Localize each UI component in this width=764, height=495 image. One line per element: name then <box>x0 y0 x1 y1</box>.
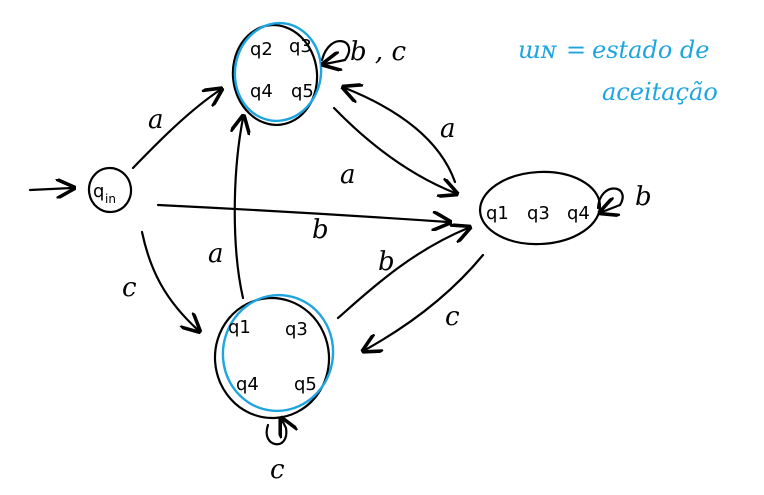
state-bottom-item: q4 <box>236 374 259 395</box>
state-right-item: q1 <box>486 203 509 224</box>
edge-qin-right <box>156 203 448 222</box>
edge-top-right <box>332 106 455 193</box>
legend-symbol: ɯɴ <box>518 36 558 64</box>
edge-right-top <box>345 88 457 184</box>
state-top-item: q2 <box>250 39 273 60</box>
state-bottom-item: q1 <box>228 317 251 338</box>
state-top: q2 q3 q4 q5 <box>231 21 323 127</box>
state-right-item: q4 <box>567 203 590 224</box>
state-bottom-item: q3 <box>285 319 308 340</box>
loop-label-bottom: c <box>270 455 285 485</box>
legend-equals: = <box>566 36 586 64</box>
loop-bottom <box>265 420 287 446</box>
legend-line2: aceitação <box>602 78 718 106</box>
edge-label-bottom-top: a <box>208 239 224 269</box>
state-qin-base: q <box>93 181 104 202</box>
edge-label-right-bottom: c <box>445 302 460 332</box>
edge-qin-bottom <box>140 230 198 330</box>
state-bottom-item: q5 <box>294 374 317 395</box>
legend-line1: estado de <box>592 36 709 64</box>
loop-label-top: b , c <box>350 37 406 67</box>
edge-label-right-top: a <box>440 114 456 144</box>
state-top-item: q4 <box>250 81 273 102</box>
loop-top <box>322 40 351 64</box>
state-top-item: q3 <box>289 36 312 57</box>
state-qin: q in <box>87 166 133 214</box>
state-top-item: q5 <box>291 81 314 102</box>
edge-bottom-right <box>336 228 468 320</box>
legend: ɯɴ = estado de aceitação <box>518 36 718 106</box>
edge-label-qin-right: b <box>312 215 329 245</box>
edge-label-top-right: a <box>340 160 356 190</box>
state-right-item: q3 <box>527 203 550 224</box>
edge-label-qin-bottom: c <box>122 273 137 303</box>
state-right: q1 q3 q4 <box>478 170 602 246</box>
edge-label-qin-top: a <box>148 105 164 135</box>
edge-qin-top <box>131 90 220 170</box>
loop-label-right: b <box>635 182 652 212</box>
edge-right-bottom <box>365 253 485 350</box>
state-qin-sub: in <box>105 192 116 206</box>
start-arrow <box>28 188 72 190</box>
state-bottom: q1 q3 q4 q5 <box>213 293 335 420</box>
loop-right <box>598 187 624 212</box>
edge-label-bottom-right: b <box>378 247 395 277</box>
edge-bottom-top <box>235 118 243 300</box>
